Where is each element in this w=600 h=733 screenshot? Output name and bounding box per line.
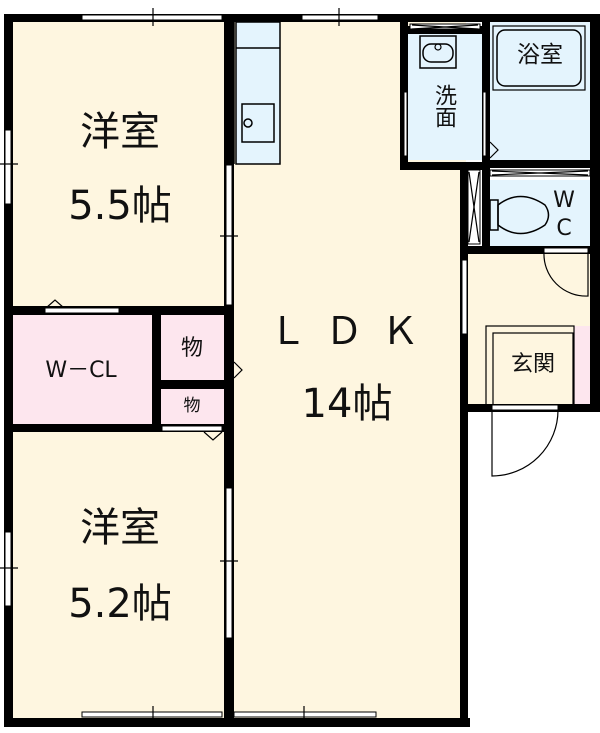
washroom-label: 洗面 bbox=[431, 84, 456, 128]
toilet-label-w: W bbox=[553, 188, 575, 213]
window-marks bbox=[0, 8, 340, 726]
bathroom-label: 浴室 bbox=[517, 42, 563, 68]
shoe-cabinet bbox=[574, 326, 590, 406]
room-western-2-size: 5.2帖 bbox=[68, 581, 172, 627]
washbasin-icon bbox=[419, 35, 457, 69]
door-swings bbox=[45, 24, 589, 477]
bathtub-icon bbox=[492, 25, 586, 91]
storage-1-label: 物 bbox=[180, 336, 203, 361]
entrance-hall-floor bbox=[466, 252, 590, 406]
room-western-1-name: 洋室 bbox=[80, 109, 160, 155]
room-western-1-floor bbox=[10, 18, 228, 310]
room-western-2-name: 洋室 bbox=[80, 505, 160, 551]
room-western-2-floor bbox=[10, 430, 228, 718]
ldk-name: ＬＤＫ bbox=[268, 309, 437, 353]
storage-2-floor bbox=[160, 388, 224, 426]
room-western-1-size: 5.5帖 bbox=[68, 183, 172, 229]
walk-in-closet-label: W－CL bbox=[45, 358, 117, 383]
ldk-size: 14帖 bbox=[301, 381, 393, 427]
storage-1-floor bbox=[160, 314, 224, 380]
stove-icon bbox=[241, 103, 275, 143]
windows bbox=[4, 14, 468, 718]
walk-in-closet-floor bbox=[10, 314, 152, 426]
storage-2-label: 物 bbox=[183, 396, 201, 416]
entrance-label: 玄関 bbox=[510, 352, 555, 377]
toilet-label-c: C bbox=[556, 216, 572, 241]
toilet-floor bbox=[488, 180, 590, 246]
